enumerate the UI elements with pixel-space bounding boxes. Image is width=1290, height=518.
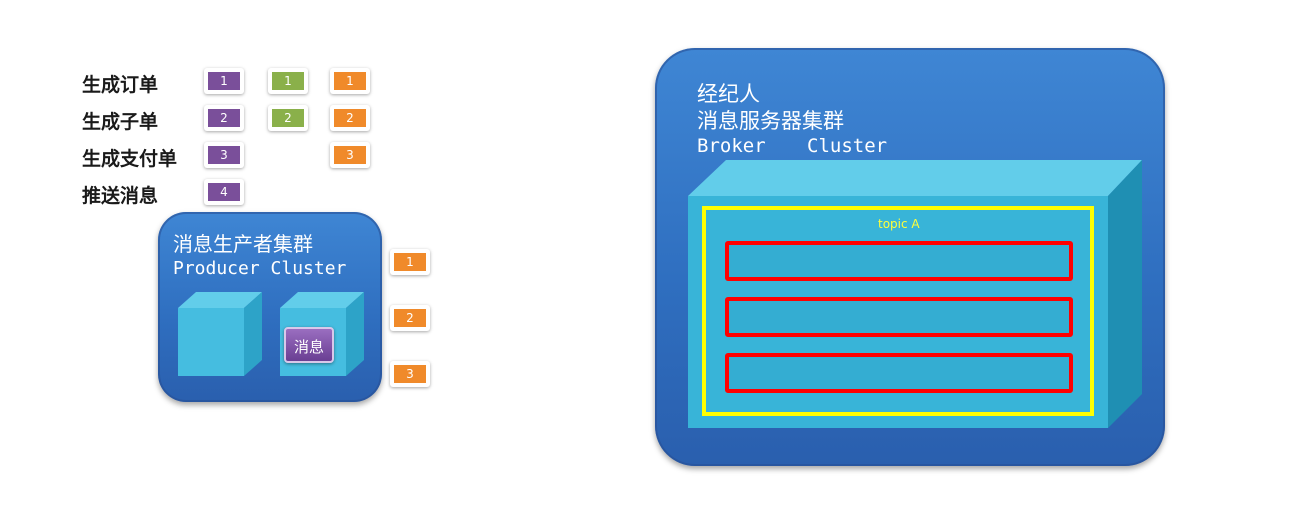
message-chip: 2 bbox=[330, 105, 370, 131]
message-chip: 3 bbox=[204, 142, 244, 168]
producer-cluster-subtitle: Producer Cluster bbox=[173, 258, 347, 279]
message-chip: 4 bbox=[204, 179, 244, 205]
message-block: 消息 bbox=[284, 327, 334, 363]
producer-cube-1 bbox=[178, 292, 262, 376]
chip-label: 3 bbox=[334, 146, 366, 164]
row-label-create-payment: 生成支付单 bbox=[82, 148, 178, 170]
topic-box bbox=[702, 206, 1094, 416]
chip-label: 2 bbox=[334, 109, 366, 127]
outgoing-message-chip: 1 bbox=[390, 249, 430, 275]
broker-title-line1: 经纪人 bbox=[697, 82, 760, 106]
message-chip: 1 bbox=[268, 68, 308, 94]
broker-subtitle-cluster: Cluster bbox=[807, 135, 888, 157]
queue-1 bbox=[725, 241, 1073, 281]
queue-2 bbox=[725, 297, 1073, 337]
chip-label: 2 bbox=[272, 109, 304, 127]
chip-label: 1 bbox=[394, 253, 426, 271]
chip-label: 1 bbox=[272, 72, 304, 90]
message-chip: 3 bbox=[330, 142, 370, 168]
chip-label: 1 bbox=[208, 72, 240, 90]
message-chip: 1 bbox=[204, 68, 244, 94]
broker-title-line2: 消息服务器集群 bbox=[697, 109, 844, 133]
row-label-create-suborder: 生成子单 bbox=[82, 111, 159, 133]
chip-label: 4 bbox=[208, 183, 240, 201]
row-label-create-order: 生成订单 bbox=[82, 74, 159, 96]
chip-label: 3 bbox=[394, 365, 426, 383]
row-label-push-message: 推送消息 bbox=[82, 185, 159, 207]
queue-3 bbox=[725, 353, 1073, 393]
message-chip: 2 bbox=[268, 105, 308, 131]
message-chip: 1 bbox=[330, 68, 370, 94]
chip-label: 2 bbox=[394, 309, 426, 327]
outgoing-message-chip: 3 bbox=[390, 361, 430, 387]
outgoing-message-chip: 2 bbox=[390, 305, 430, 331]
broker-subtitle-broker: Broker bbox=[697, 135, 766, 157]
chip-label: 3 bbox=[208, 146, 240, 164]
producer-cluster-title: 消息生产者集群 bbox=[173, 232, 313, 256]
message-chip: 2 bbox=[204, 105, 244, 131]
topic-label: topic A bbox=[878, 217, 920, 231]
chip-label: 1 bbox=[334, 72, 366, 90]
chip-label: 2 bbox=[208, 109, 240, 127]
